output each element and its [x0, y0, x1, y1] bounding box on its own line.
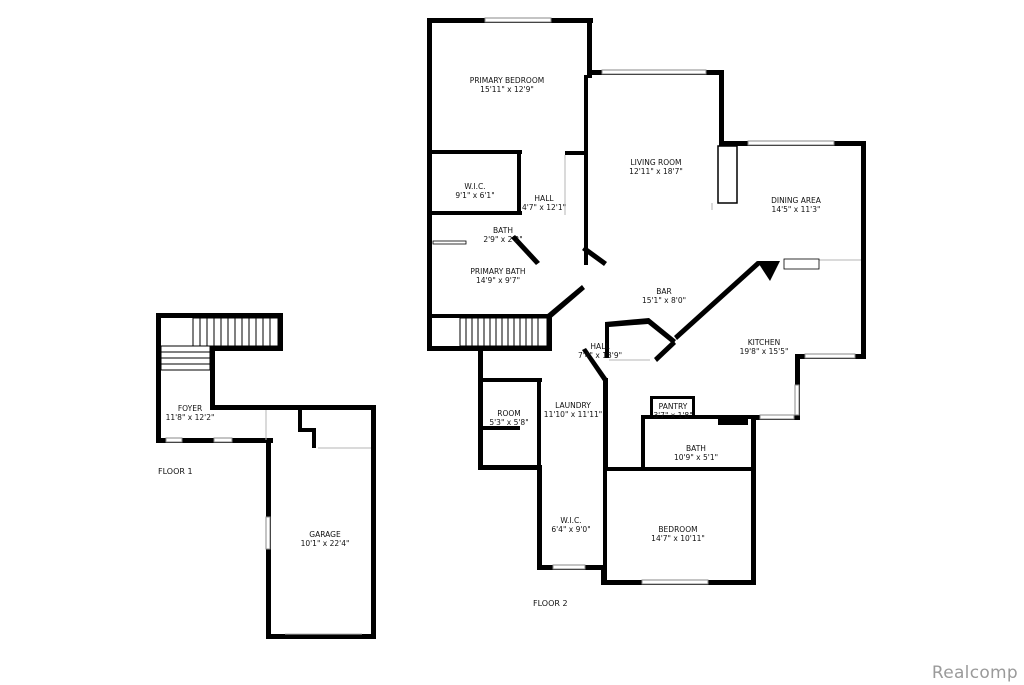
- floor2-windows: [484, 17, 856, 585]
- room-label-living-room: LIVING ROOM 12'11" x 18'7": [629, 158, 683, 176]
- room-dimensions: 2'9" x 2'2": [483, 235, 523, 244]
- room-name: DINING AREA: [771, 196, 821, 205]
- room-dimensions: 15'11" x 12'9": [480, 85, 534, 94]
- room-label-room: ROOM 5'3" x 5'8": [489, 409, 528, 427]
- floor-1-label: FLOOR 1: [158, 467, 193, 476]
- room-name: HALL: [590, 342, 610, 351]
- floor-2-label: FLOOR 2: [533, 599, 568, 608]
- room-name: LIVING ROOM: [630, 158, 682, 167]
- room-label-bar: BAR 15'1" x 8'0": [642, 287, 686, 305]
- room-name: W.I.C.: [560, 516, 582, 525]
- room-name: FOYER: [177, 404, 203, 413]
- floor2-interior-walls: [427, 75, 780, 582]
- floor2-doors: [432, 155, 861, 361]
- room-label-wic-bedroom: W.I.C. 6'4" x 9'0": [551, 516, 590, 534]
- room-name: PANTRY: [658, 402, 688, 411]
- room-dimensions: 14'5" x 11'3": [771, 205, 821, 214]
- watermark: Realcomp: [931, 663, 1018, 683]
- room-label-bedroom: BEDROOM 14'7" x 10'11": [651, 525, 705, 543]
- room-label-pantry: PANTRY 3'7" x 1'8": [653, 402, 692, 420]
- room-name: KITCHEN: [747, 338, 781, 347]
- room-label-garage: GARAGE 10'1" x 22'4": [301, 530, 350, 548]
- room-name: PRIMARY BEDROOM: [469, 76, 545, 85]
- room-label-primary-bath: PRIMARY BATH 14'9" x 9'7": [470, 267, 525, 285]
- room-dimensions: 11'10" x 11'11": [543, 410, 603, 419]
- room-name: LAUNDRY: [555, 401, 591, 410]
- room-dimensions: 15'1" x 8'0": [641, 296, 687, 305]
- room-dimensions: 5'3" x 5'8": [489, 418, 529, 427]
- room-label-bath: BATH 10'9" x 5'1": [674, 444, 718, 462]
- room-label-bath-small: BATH 2'9" x 2'2": [483, 226, 522, 244]
- floor1-stairs: [160, 317, 279, 371]
- room-name: PRIMARY BATH: [470, 267, 526, 276]
- room-name: ROOM: [497, 409, 521, 418]
- room-label-laundry: LAUNDRY 11'10" x 11'11": [544, 401, 602, 419]
- room-name: HALL: [534, 194, 554, 203]
- room-dimensions: 10'1" x 22'4": [300, 539, 350, 548]
- room-name: GARAGE: [309, 530, 341, 539]
- room-name: BATH: [493, 226, 513, 235]
- room-dimensions: 19'8" x 15'5": [739, 347, 789, 356]
- room-dimensions: 9'1" x 6'1": [455, 191, 495, 200]
- room-dimensions: 14'7" x 10'11": [651, 534, 705, 543]
- room-dimensions: 11'8" x 12'2": [165, 413, 215, 422]
- room-name: BATH: [686, 444, 706, 453]
- room-dimensions: 14'9" x 9'7": [475, 276, 521, 285]
- room-dimensions: 7'4" x 13'9": [577, 351, 623, 360]
- room-name: BEDROOM: [658, 525, 698, 534]
- room-label-hall-lower: HALL 7'4" x 13'9": [578, 342, 622, 360]
- room-name: W.I.C.: [464, 182, 486, 191]
- floor2-stairs: [459, 317, 548, 347]
- room-label-wic-primary: W.I.C. 9'1" x 6'1": [455, 182, 494, 200]
- room-dimensions: 10'9" x 5'1": [673, 453, 719, 462]
- room-dimensions: 3'7" x 1'8": [653, 411, 693, 420]
- room-name: BAR: [656, 287, 672, 296]
- room-label-hall-upper: HALL 4'7" x 12'1": [522, 194, 566, 212]
- room-dimensions: 6'4" x 9'0": [551, 525, 591, 534]
- room-label-kitchen: KITCHEN 19'8" x 15'5": [740, 338, 789, 356]
- room-label-primary-bedroom: PRIMARY BEDROOM 15'11" x 12'9": [470, 76, 544, 94]
- room-label-foyer: FOYER 11'8" x 12'2": [166, 404, 215, 422]
- room-label-dining-area: DINING AREA 14'5" x 11'3": [771, 196, 821, 214]
- floor1-windows: [165, 410, 371, 635]
- room-dimensions: 12'11" x 18'7": [629, 167, 683, 176]
- room-dimensions: 4'7" x 12'1": [521, 203, 567, 212]
